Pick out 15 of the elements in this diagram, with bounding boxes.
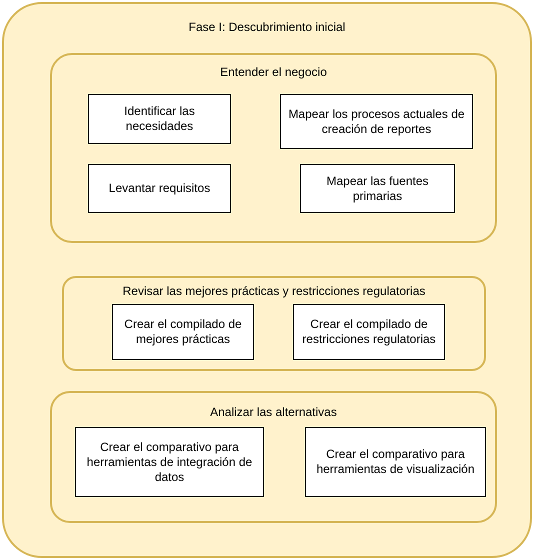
group-title: Analizar las alternativas	[210, 405, 337, 419]
group-panel	[62, 276, 486, 371]
group-title: Fase I: Descubrimiento inicial	[188, 20, 346, 34]
task-box: Identificar las necesidades	[88, 94, 231, 144]
task-box: Crear el comparativo para herramientas de integración de datos	[75, 427, 264, 497]
group-title: Entender el negocio	[220, 65, 327, 79]
task-box: Mapear los procesos actuales de creación de reportes	[280, 94, 473, 149]
group-panel	[50, 391, 497, 523]
group-panel	[50, 53, 497, 243]
task-box: Levantar requisitos	[88, 164, 231, 213]
task-box: Mapear las fuentes primarias	[300, 164, 455, 213]
group-title: Revisar las mejores prácticas y restricciones regulatorias	[122, 284, 426, 298]
task-box: Crear el comparativo para herramientas de visualización	[305, 427, 486, 497]
task-box: Crear el compilado de restricciones regulatorias	[293, 304, 445, 360]
task-box: Crear el compilado de mejores prácticas	[112, 304, 254, 360]
